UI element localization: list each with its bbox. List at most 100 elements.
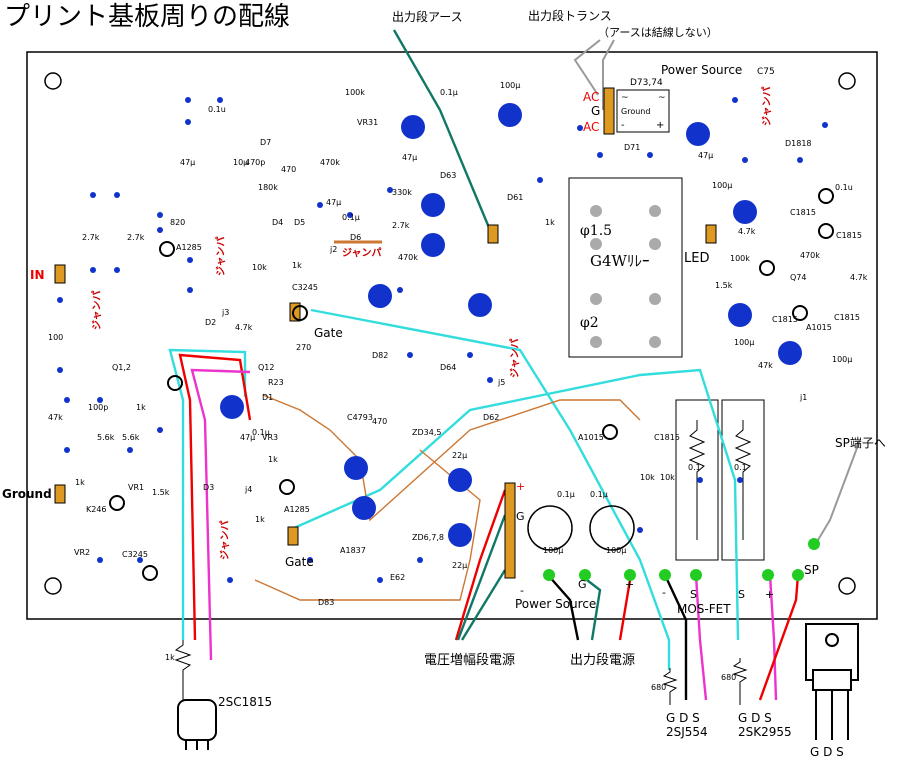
mos-s1: S bbox=[690, 588, 697, 601]
part-label: D7 bbox=[260, 138, 271, 147]
part-label: D3 bbox=[203, 483, 214, 492]
part-label: 820 bbox=[170, 218, 185, 227]
part-label: C3245 bbox=[292, 283, 318, 292]
part-label: 100μ bbox=[712, 181, 732, 190]
part-label: E62 bbox=[390, 573, 405, 582]
part-label: A1285 bbox=[284, 505, 310, 514]
pin-minus: - bbox=[520, 584, 524, 597]
callout-sp-terminal: SP端子へ bbox=[835, 436, 886, 450]
device-to220 bbox=[805, 623, 859, 740]
part-label: 47μ bbox=[180, 158, 195, 167]
hole-size-15: φ1.5 bbox=[580, 223, 612, 239]
part-label: 100p bbox=[88, 403, 108, 412]
part-label: 1k bbox=[255, 515, 265, 524]
ps-g: G bbox=[516, 510, 525, 523]
part-label: 0.1 bbox=[734, 463, 747, 472]
part-label: 100k bbox=[730, 254, 750, 263]
part-label: C1815 bbox=[772, 315, 798, 324]
part-label: VR31 bbox=[357, 118, 378, 127]
part-label: 4.7k bbox=[738, 227, 756, 236]
part-label: 100μ bbox=[500, 81, 520, 90]
part-label: 330k bbox=[392, 188, 412, 197]
part-label: A1285 bbox=[176, 243, 202, 252]
label-ground: Ground bbox=[2, 487, 52, 501]
resistor-680a bbox=[662, 668, 678, 705]
part-label: 1k bbox=[292, 261, 302, 270]
part-label: C1815 bbox=[790, 208, 816, 217]
connectors bbox=[54, 87, 717, 579]
part-label: Q12 bbox=[258, 363, 274, 372]
label-power-source-bottom: Power Source bbox=[515, 597, 596, 611]
part-label: 100k bbox=[345, 88, 365, 97]
rect-tilde2: ~ bbox=[658, 93, 666, 103]
part-label: 22μ bbox=[452, 451, 467, 460]
part-label: j2 bbox=[329, 245, 337, 254]
ps-plus: + bbox=[516, 480, 525, 493]
device-2sk2955-label: 2SK2955 bbox=[738, 725, 792, 739]
label-power-source-top: Power Source bbox=[661, 63, 742, 77]
jumper-label: ジャンパ bbox=[91, 291, 103, 331]
part-label: D83 bbox=[318, 598, 334, 607]
label-gate-top: Gate bbox=[314, 326, 343, 340]
part-label: D1818 bbox=[785, 139, 812, 148]
mos-minus: - bbox=[662, 586, 666, 599]
device-r680a: 680 bbox=[651, 683, 666, 692]
part-label: C3245 bbox=[122, 550, 148, 559]
rect-minus: - bbox=[621, 120, 625, 131]
wires bbox=[168, 29, 861, 701]
part-label: j5 bbox=[497, 378, 505, 387]
part-label: 22μ bbox=[452, 561, 467, 570]
label-sp: SP bbox=[804, 563, 819, 577]
part-label: 1.5k bbox=[152, 488, 170, 497]
part-label: 10μ bbox=[233, 158, 248, 167]
pin-plus: + bbox=[625, 578, 634, 591]
jumper-label: ジャンパ bbox=[509, 339, 521, 379]
part-label: C1815 bbox=[836, 231, 862, 240]
part-label: 47μ bbox=[402, 153, 417, 162]
part-label: D61 bbox=[507, 193, 523, 202]
source-resistor-box bbox=[675, 399, 719, 561]
large-capacitors bbox=[527, 505, 635, 551]
part-label: D71 bbox=[624, 143, 640, 152]
part-label: 2.7k bbox=[392, 221, 410, 230]
rect-ground: Ground bbox=[621, 107, 650, 116]
part-label: D5 bbox=[294, 218, 305, 227]
label-led: LED bbox=[684, 251, 709, 266]
part-label: 10k bbox=[640, 473, 655, 482]
capacitors bbox=[220, 103, 802, 547]
source-resistor-box bbox=[721, 399, 765, 561]
part-label: j1 bbox=[799, 393, 807, 402]
part-label: 0.1u bbox=[835, 183, 853, 192]
part-label: D2 bbox=[205, 318, 216, 327]
part-label: 470k bbox=[320, 158, 340, 167]
mount-hole bbox=[44, 577, 62, 595]
part-label: 1k bbox=[268, 455, 278, 464]
device-gds2: G D S bbox=[738, 711, 772, 725]
part-label: ZD6,7,8 bbox=[412, 533, 444, 542]
part-label: 47μ bbox=[698, 151, 713, 160]
part-label: 1.5k bbox=[715, 281, 733, 290]
terminal-pads bbox=[543, 538, 820, 581]
device-r680b: 680 bbox=[721, 673, 736, 682]
part-label: 0.1μ bbox=[252, 428, 270, 437]
part-label: D6 bbox=[350, 233, 361, 242]
part-label: 1k bbox=[545, 218, 555, 227]
part-label: 47μ bbox=[326, 198, 341, 207]
device-2sc1815-label: 2SC1815 bbox=[218, 695, 272, 709]
callout-output-earth: 出力段アース bbox=[392, 9, 463, 24]
part-label: Q1,2 bbox=[112, 363, 131, 372]
mos-plus: + bbox=[765, 588, 774, 601]
part-label: 5.6k bbox=[97, 433, 115, 442]
part-label: Q74 bbox=[790, 273, 806, 282]
part-label: 4.7k bbox=[850, 273, 868, 282]
callout-output-trans: 出力段トランス bbox=[528, 8, 612, 23]
label-c75: C75 bbox=[757, 67, 775, 77]
part-label: 2.7k bbox=[82, 233, 100, 242]
part-label: D1 bbox=[262, 393, 273, 402]
jumper-label: ジャンパ bbox=[342, 247, 382, 259]
part-label: D63 bbox=[440, 171, 456, 180]
label-mosfet: MOS-FET bbox=[677, 602, 731, 616]
rect-plus: + bbox=[656, 120, 664, 131]
part-label: 100 bbox=[48, 333, 63, 342]
